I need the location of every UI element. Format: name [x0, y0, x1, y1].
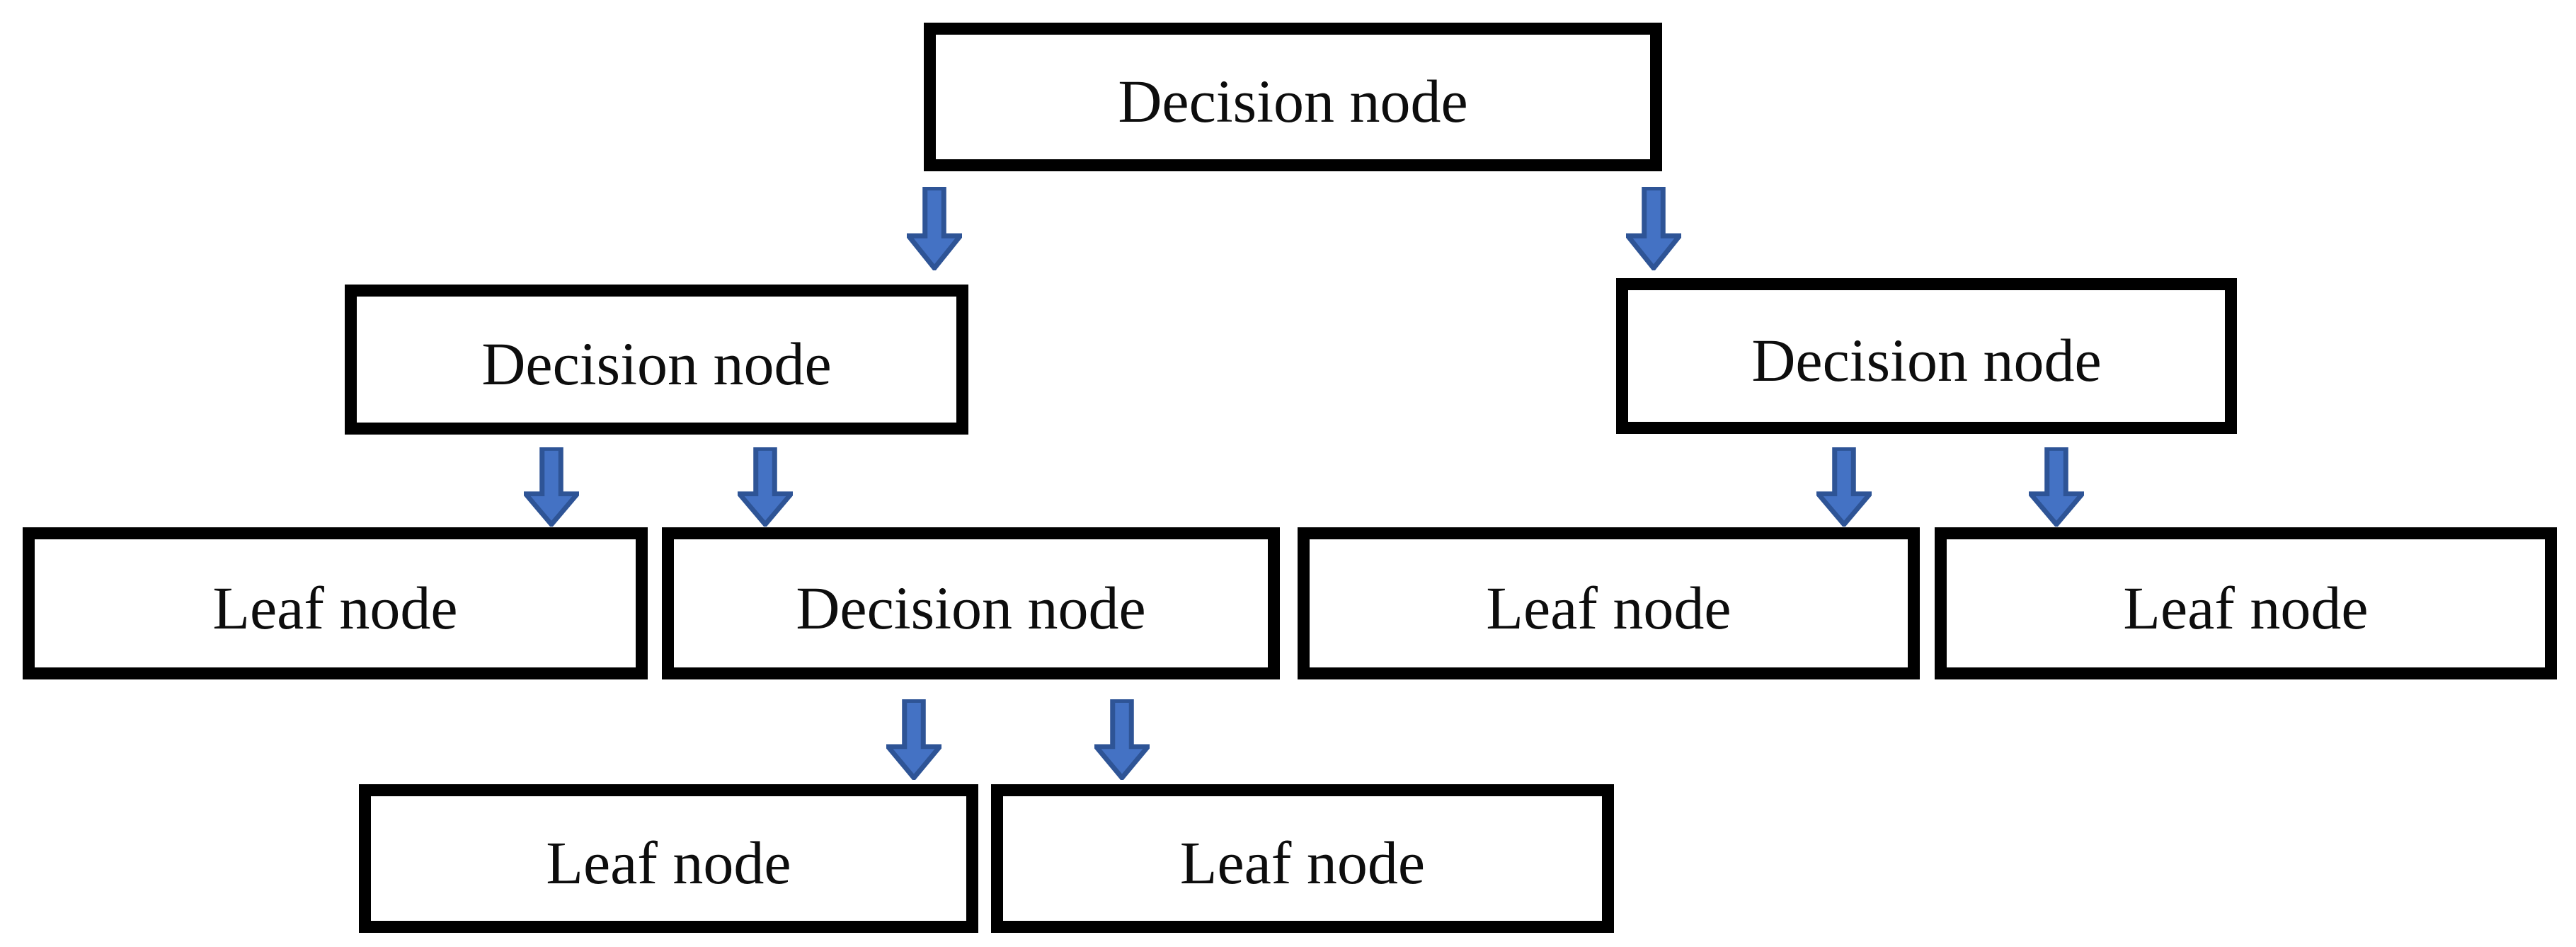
- leaf-node-label: Leaf node: [546, 829, 791, 897]
- leaf-node-box: Leaf node: [359, 784, 978, 933]
- leaf-node-box: Leaf node: [1935, 527, 2557, 679]
- leaf-node-label: Leaf node: [212, 573, 458, 642]
- decision-node-label: Decision node: [481, 330, 832, 398]
- leaf-node-label: Leaf node: [1486, 573, 1731, 642]
- arrow-down-icon: [1626, 187, 1681, 270]
- arrow-down-icon: [738, 447, 793, 527]
- decision-node-box: Decision node: [345, 285, 968, 435]
- decision-node-box: Decision node: [1616, 278, 2237, 434]
- arrow-down-icon: [907, 187, 962, 270]
- arrow-down-icon: [2029, 447, 2084, 527]
- decision-node-box: Decision node: [662, 527, 1280, 679]
- leaf-node-label: Leaf node: [2123, 573, 2369, 642]
- decision-node-label: Decision node: [1751, 326, 2102, 394]
- arrow-down-icon: [886, 699, 941, 780]
- leaf-node-box: Leaf node: [1298, 527, 1920, 679]
- arrow-down-icon: [524, 447, 579, 527]
- decision-node-label: Decision node: [796, 573, 1146, 642]
- leaf-node-box: Leaf node: [991, 784, 1614, 933]
- leaf-node-label: Leaf node: [1179, 829, 1426, 897]
- decision-node-box: Decision node: [924, 23, 1662, 171]
- leaf-node-box: Leaf node: [23, 527, 648, 679]
- arrow-down-icon: [1816, 447, 1872, 527]
- arrow-down-icon: [1094, 699, 1150, 780]
- decision-node-label: Decision node: [1118, 67, 1468, 135]
